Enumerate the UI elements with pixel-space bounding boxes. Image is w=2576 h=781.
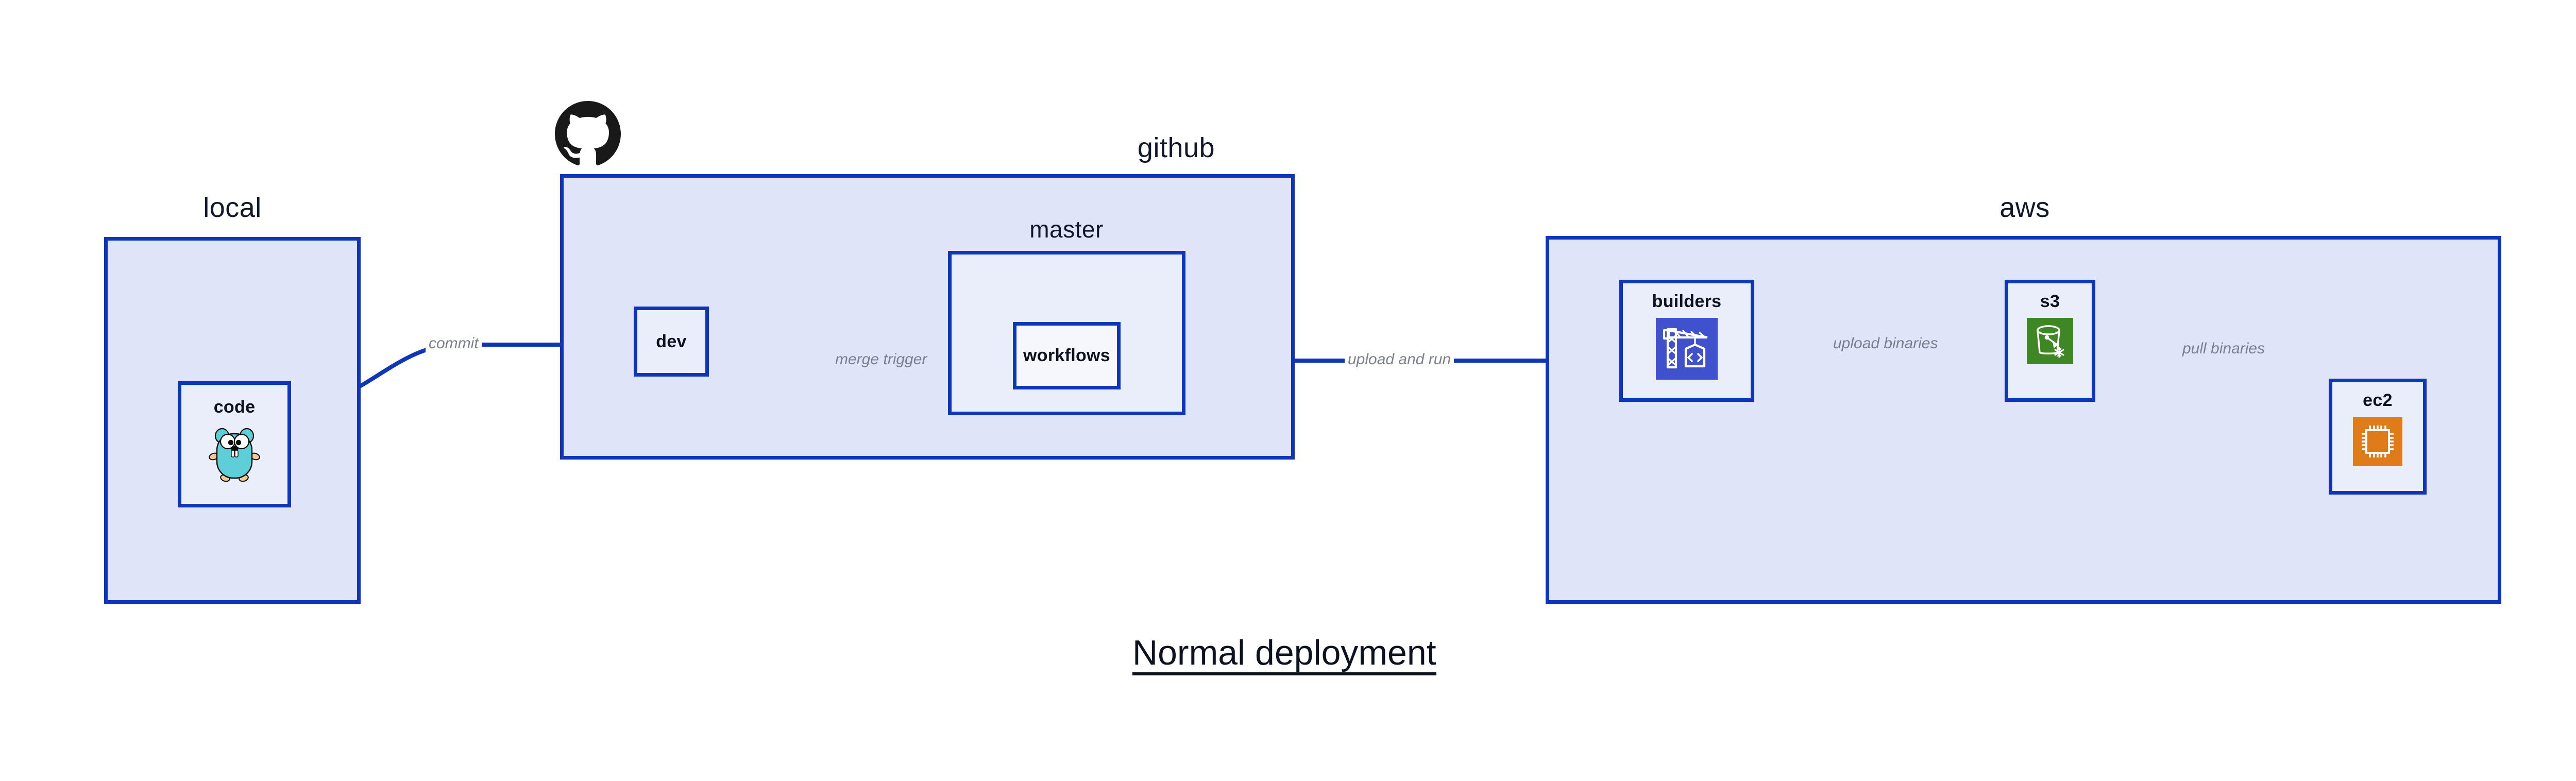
github-logo [555,101,621,167]
group-title-aws: aws [1999,192,2050,223]
node-label-workflows: workflows [1023,346,1110,365]
edge-label-merge-trigger: merge trigger [832,351,930,368]
aws-crane-icon [1656,318,1718,380]
group-title-github: github [1137,132,1215,163]
edge-label-upload-and-run: upload and run [1345,351,1454,368]
edge-label-upload-binaries: upload binaries [1830,335,1941,352]
edge-label-pull-binaries: pull binaries [2179,340,2268,358]
node-code[interactable]: code [178,381,291,507]
node-builders[interactable]: builders [1619,280,1754,402]
diagram-title: Normal deployment [1132,634,1436,676]
node-label-dev: dev [656,331,687,351]
node-label-s3: s3 [2040,292,2060,311]
aws-s3-icon [2027,318,2073,364]
group-title-local: local [203,192,262,223]
group-title-master: master [1029,216,1104,243]
edge-label-commit: commit [426,335,482,352]
node-label-ec2: ec2 [2363,390,2393,410]
node-label-code: code [213,397,256,417]
aws-ec2-icon [2353,417,2402,466]
node-s3[interactable]: s3 [2005,280,2095,402]
node-dev[interactable]: dev [634,307,709,377]
node-ec2[interactable]: ec2 [2329,379,2427,495]
node-label-builders: builders [1652,292,1722,311]
go-gopher-icon [208,425,261,482]
node-workflows[interactable]: workflows [1013,322,1121,389]
